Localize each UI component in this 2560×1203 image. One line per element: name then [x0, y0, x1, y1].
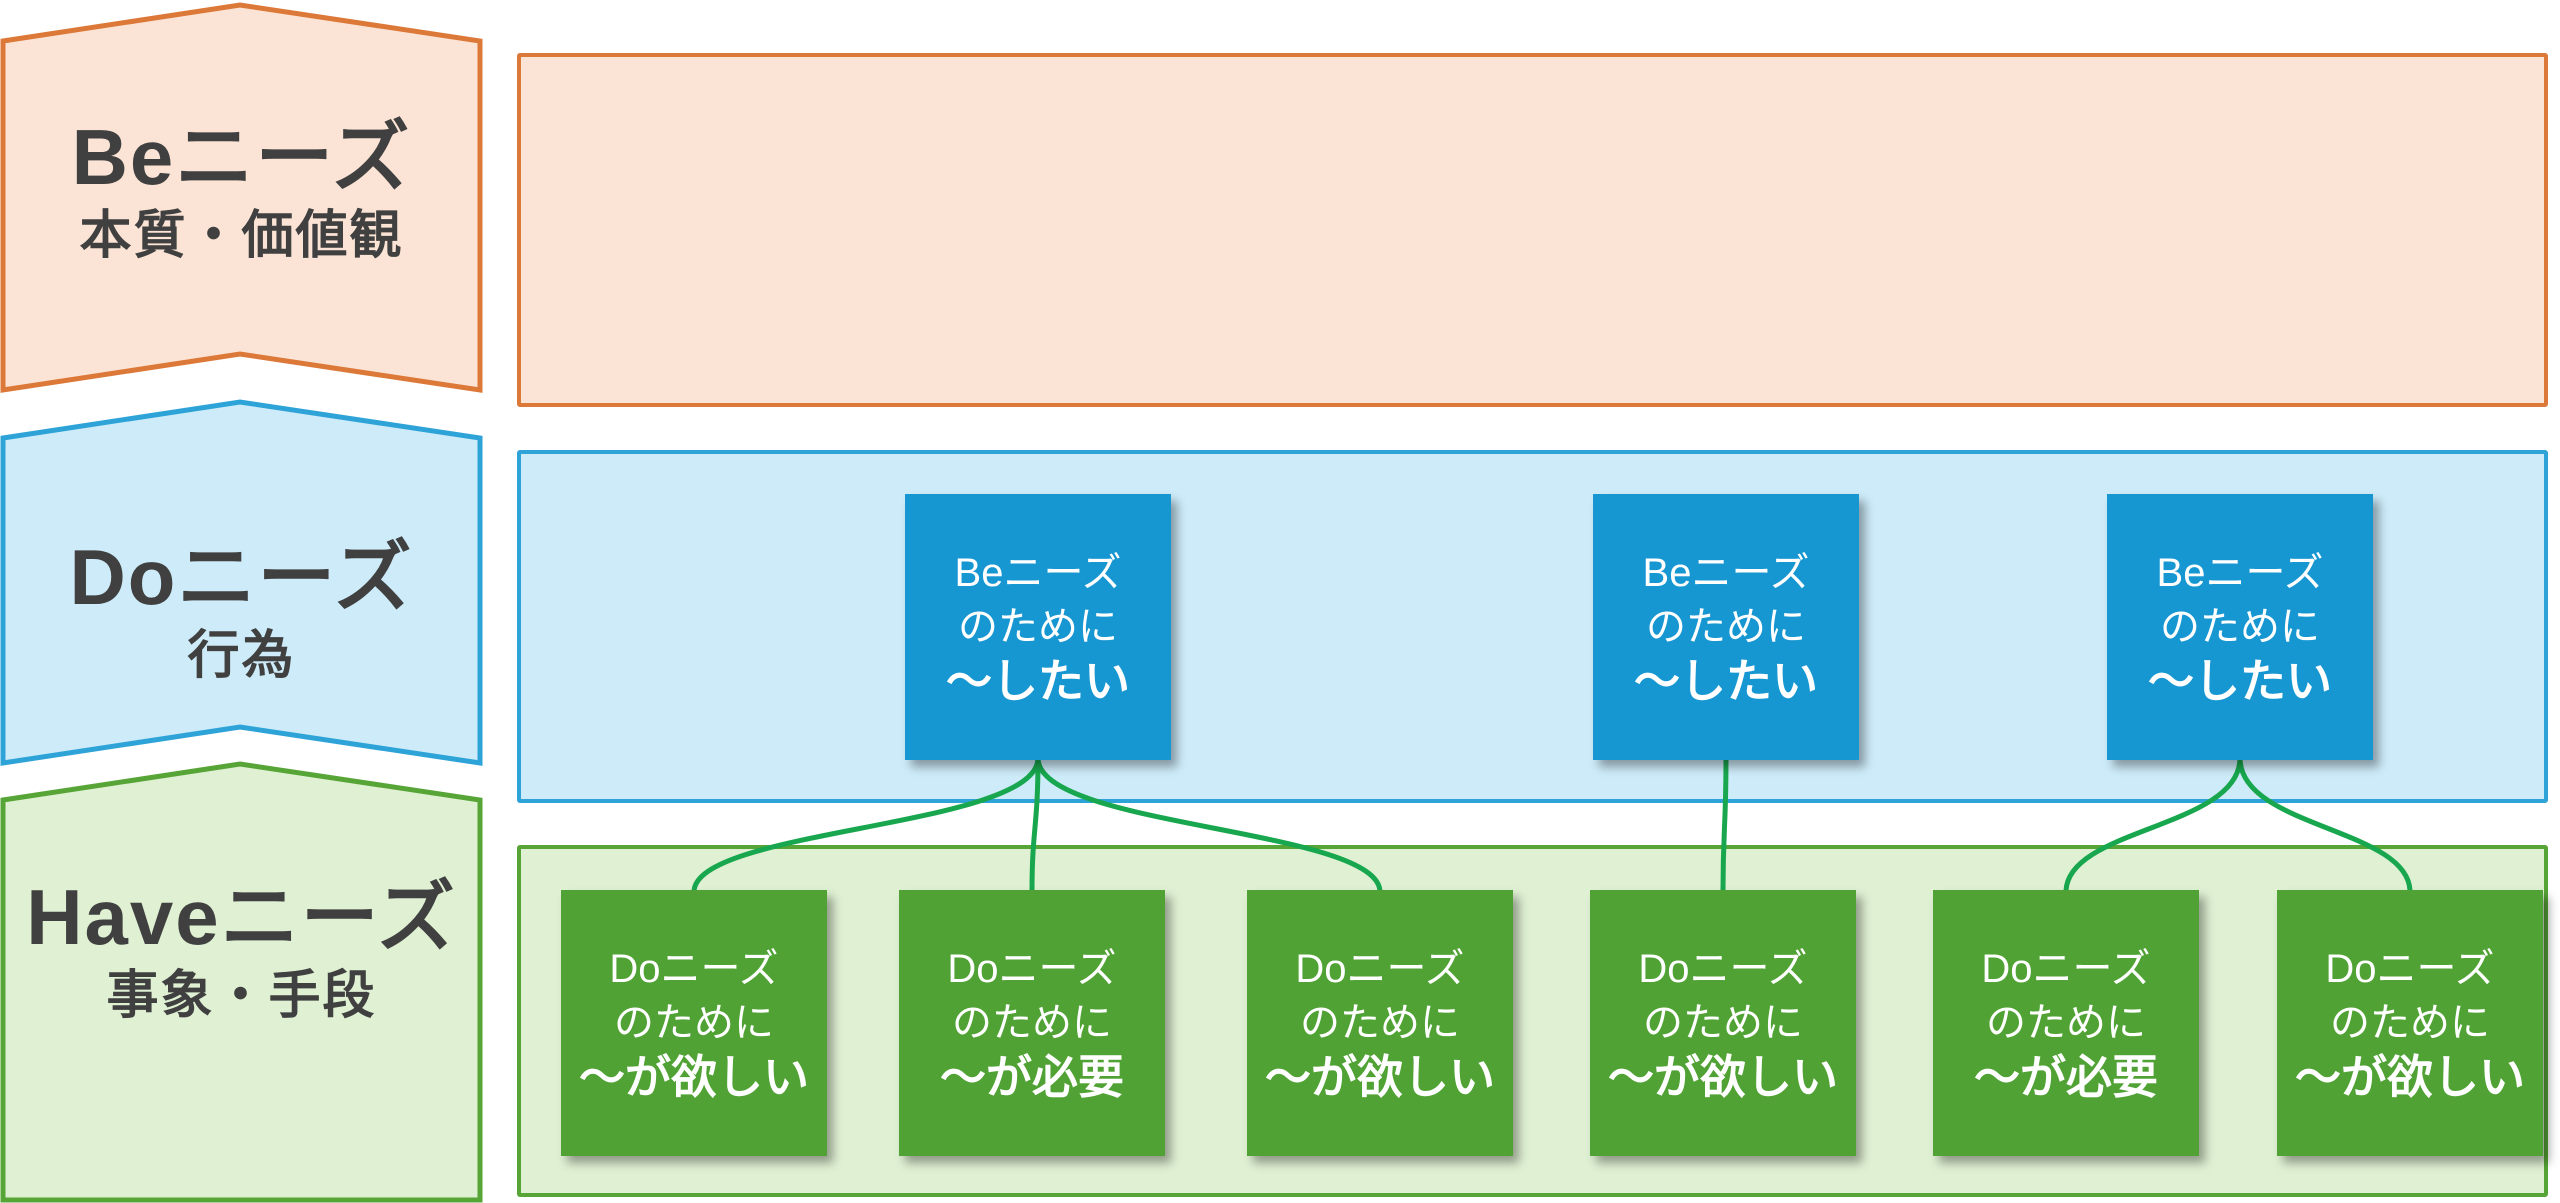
- have-box-4-line-2: のために: [1643, 1001, 1803, 1045]
- have-banner-title: Haveニーズ: [26, 873, 457, 961]
- have-need-box-2: Doニーズ のために ～が必要: [899, 890, 1165, 1156]
- have-box-6-line-1: Doニーズ: [2325, 947, 2495, 991]
- do-box-3-line-2: のために: [2160, 605, 2320, 649]
- have-banner-label: Haveニーズ 事象・手段: [3, 820, 480, 1080]
- have-box-4-line-1: Doニーズ: [1638, 947, 1808, 991]
- have-box-2-line-1: Doニーズ: [947, 947, 1117, 991]
- have-need-box-6: Doニーズ のために ～が欲しい: [2277, 890, 2543, 1156]
- do-banner-title: Doニーズ: [69, 533, 414, 621]
- have-box-3-line-3: ～が欲しい: [1265, 1051, 1495, 1103]
- have-box-1-line-1: Doニーズ: [609, 947, 779, 991]
- do-box-2-line-1: Beニーズ: [1642, 551, 1810, 595]
- do-box-2-line-3: ～したい: [1634, 655, 1818, 707]
- be-banner-label: Beニーズ 本質・価値観: [3, 60, 480, 320]
- have-box-6-line-2: のために: [2330, 1001, 2490, 1045]
- do-need-box-3: Beニーズ のために ～したい: [2107, 494, 2373, 760]
- have-box-5-line-3: ～が必要: [1974, 1051, 2158, 1103]
- have-box-1-line-3: ～が欲しい: [579, 1051, 809, 1103]
- do-box-1-line-1: Beニーズ: [954, 551, 1122, 595]
- do-box-3-line-3: ～したい: [2148, 655, 2332, 707]
- have-need-box-3: Doニーズ のために ～が欲しい: [1247, 890, 1513, 1156]
- have-banner-subtitle: 事象・手段: [106, 967, 377, 1025]
- do-box-1-line-3: ～したい: [946, 655, 1130, 707]
- have-box-5-line-2: のために: [1986, 1001, 2146, 1045]
- have-box-4-line-3: ～が欲しい: [1608, 1051, 1838, 1103]
- be-needs-panel: [517, 53, 2548, 407]
- do-box-2-line-2: のために: [1646, 605, 1806, 649]
- have-box-2-line-2: のために: [952, 1001, 1112, 1045]
- be-banner-title: Beニーズ: [71, 113, 412, 201]
- have-box-3-line-2: のために: [1300, 1001, 1460, 1045]
- have-need-box-5: Doニーズ のために ～が必要: [1933, 890, 2199, 1156]
- have-box-5-line-1: Doニーズ: [1981, 947, 2151, 991]
- do-banner-subtitle: 行為: [187, 627, 296, 685]
- do-banner-label: Doニーズ 行為: [3, 480, 480, 740]
- do-need-box-1: Beニーズ のために ～したい: [905, 494, 1171, 760]
- have-need-box-1: Doニーズ のために ～が欲しい: [561, 890, 827, 1156]
- do-box-3-line-1: Beニーズ: [2156, 551, 2324, 595]
- have-needs-panel: [517, 845, 2548, 1197]
- have-box-3-line-1: Doニーズ: [1295, 947, 1465, 991]
- do-box-1-line-2: のために: [958, 605, 1118, 649]
- do-need-box-2: Beニーズ のために ～したい: [1593, 494, 1859, 760]
- have-box-6-line-3: ～が欲しい: [2295, 1051, 2525, 1103]
- be-banner-subtitle: 本質・価値観: [79, 207, 404, 265]
- have-box-2-line-3: ～が必要: [940, 1051, 1124, 1103]
- have-need-box-4: Doニーズ のために ～が欲しい: [1590, 890, 1856, 1156]
- have-box-1-line-2: のために: [614, 1001, 774, 1045]
